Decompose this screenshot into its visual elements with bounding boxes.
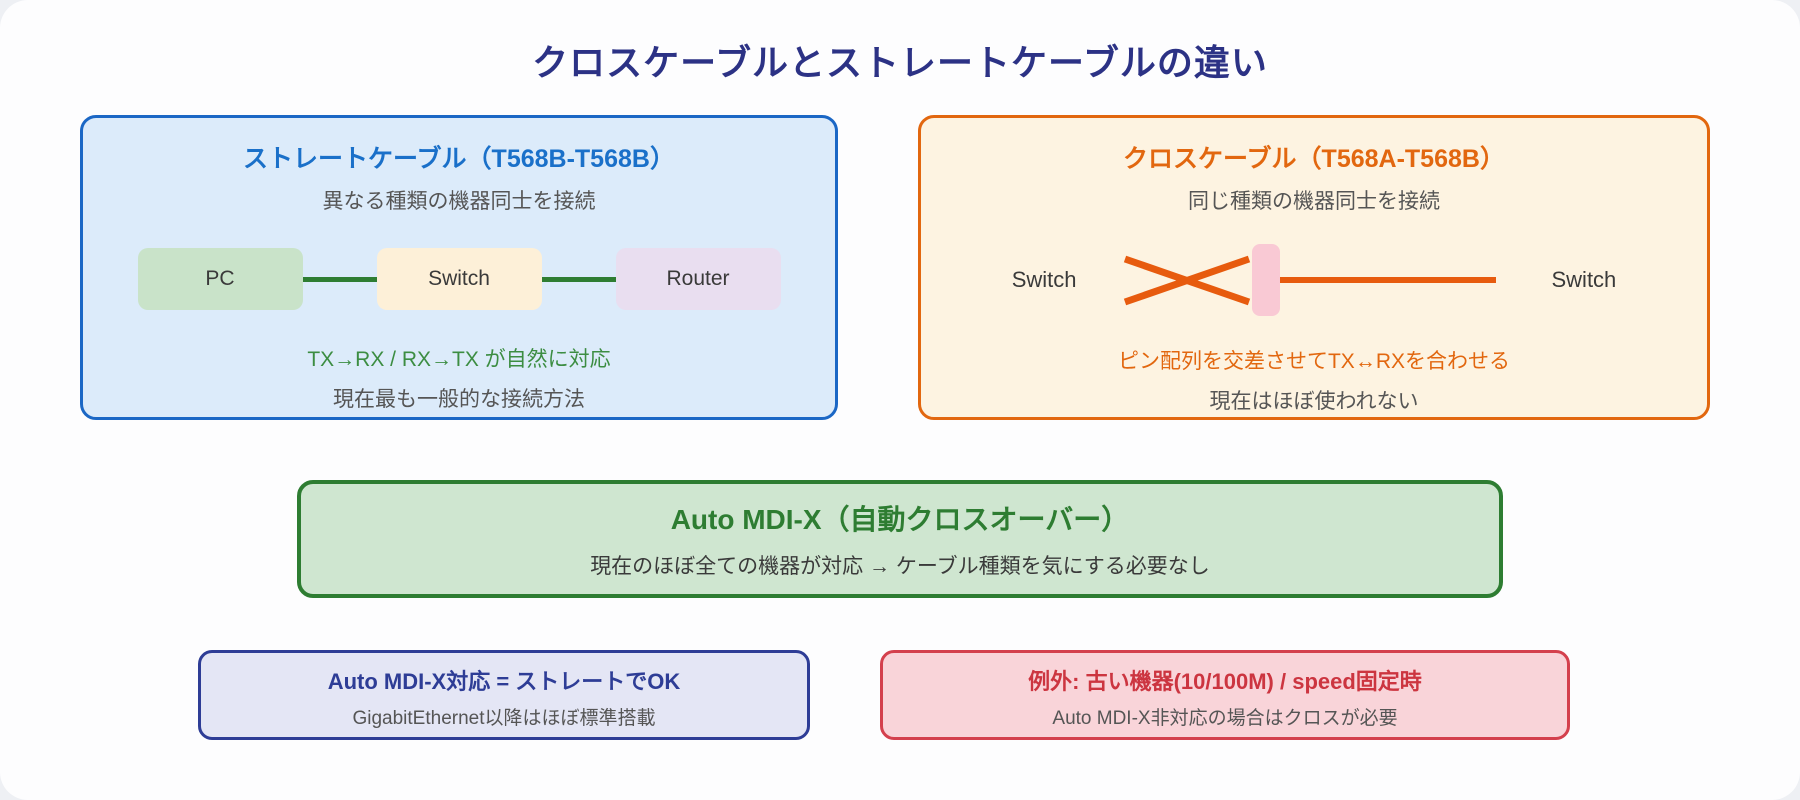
straight-cable-segment — [302, 276, 377, 282]
cross-card-title: クロスケーブル（T568A-T568B） — [1123, 145, 1505, 173]
crossover-connector — [1251, 244, 1280, 316]
straight-usage-note: 現在最も一般的な接続方法 — [333, 388, 585, 411]
cross-cable-card: クロスケーブル（T568A-T568B） 同じ種類の機器同士を接続 Switch… — [918, 115, 1710, 420]
mdix-exception-box: 例外: 古い機器(10/100M) / speed固定時 Auto MDI-X非… — [880, 650, 1570, 740]
mdix-exception-title: 例外: 古い機器(10/100M) / speed固定時 — [1028, 669, 1422, 694]
device-node-pc: PC — [137, 248, 303, 310]
mdix-supported-subtitle: GigabitEthernet以降はほぼ標準搭載 — [352, 708, 656, 729]
cross-usage-note: 現在はほぼ使われない — [1209, 390, 1419, 413]
mdix-supported-title: Auto MDI-X対応 = ストレートでOK — [327, 669, 681, 694]
page-title: クロスケーブルとストレートケーブルの違い — [532, 42, 1268, 83]
cross-right-switch-label: Switch — [1551, 267, 1617, 292]
auto-mdix-banner: Auto MDI-X（自動クロスオーバー） 現在のほぼ全ての機器が対応 → ケー… — [297, 480, 1503, 598]
device-label-pc: PC — [205, 267, 235, 290]
straight-cable-card: ストレートケーブル（T568B-T568B） 異なる種類の機器同士を接続 PC … — [80, 115, 838, 420]
device-node-switch: Switch — [376, 248, 542, 310]
straight-card-title: ストレートケーブル（T568B-T568B） — [243, 145, 675, 173]
cross-card-subtitle: 同じ種類の機器同士を接続 — [1188, 190, 1440, 213]
cross-left-switch-label: Switch — [1011, 267, 1077, 292]
cross-topology-diagram: Switch Switch — [921, 244, 1707, 316]
straight-pin-note: TX→RX / RX→TX が自然に対応 — [307, 348, 611, 371]
auto-mdix-subtitle: 現在のほぼ全ての機器が対応 → ケーブル種類を気にする必要なし — [590, 555, 1210, 578]
straight-cable-segment — [541, 276, 616, 282]
straight-card-subtitle: 異なる種類の機器同士を接続 — [322, 190, 596, 213]
cross-cable-segment — [1279, 277, 1496, 283]
mdix-exception-subtitle: Auto MDI-X非対応の場合はクロスが必要 — [1052, 708, 1398, 729]
mdix-supported-box: Auto MDI-X対応 = ストレートでOK GigabitEthernet以… — [198, 650, 810, 740]
device-label-switch: Switch — [428, 267, 490, 290]
straight-topology-diagram: PC Switch Router — [83, 248, 835, 310]
crossover-x-icon — [1123, 255, 1250, 306]
device-label-router: Router — [666, 267, 730, 290]
auto-mdix-title: Auto MDI-X（自動クロスオーバー） — [670, 504, 1130, 535]
cross-pin-note: ピン配列を交差させてTX↔RXを合わせる — [1117, 350, 1510, 373]
device-node-router: Router — [615, 248, 781, 310]
